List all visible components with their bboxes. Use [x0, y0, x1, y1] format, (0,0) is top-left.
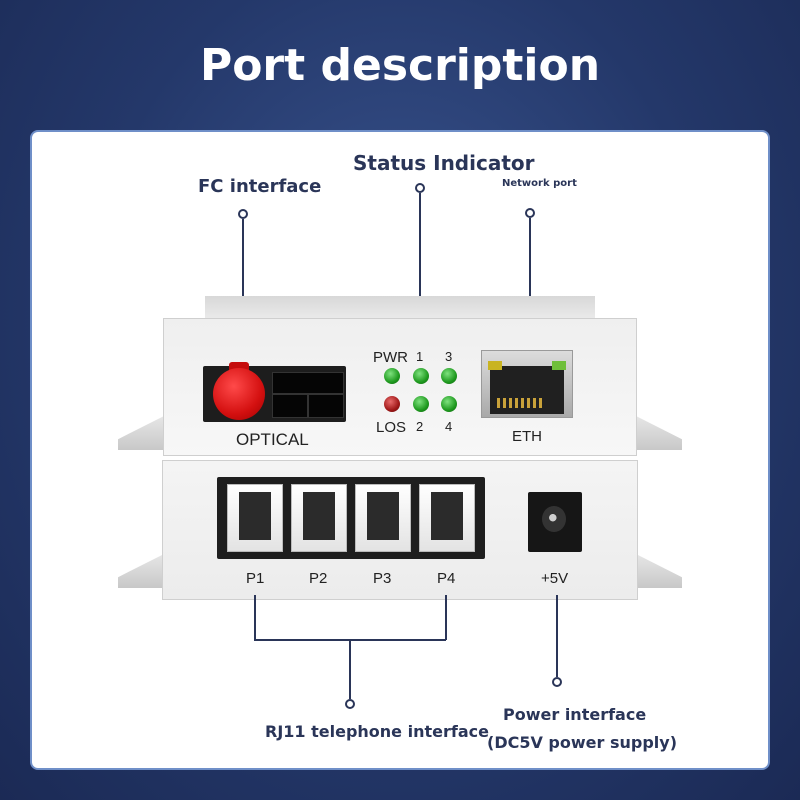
status-indicator-leader: [419, 193, 421, 325]
port-label-p2: P2: [309, 570, 328, 587]
ethernet-pins: [497, 398, 542, 408]
ethernet-activity-led: [552, 361, 566, 370]
port-label-p3: P3: [373, 570, 392, 587]
rj11-leader: [349, 639, 351, 699]
power-supply-label: (DC5V power supply): [487, 733, 678, 752]
network-port-label: Network port: [502, 178, 577, 189]
fc-interface-label: FC interface: [198, 176, 322, 197]
led-4: [441, 396, 457, 412]
port-label-p1: P1: [246, 570, 265, 587]
power-interface-label: Power interface: [503, 705, 647, 724]
led-3: [441, 368, 457, 384]
network-port-marker: [525, 208, 535, 218]
rj11-bracket-right: [445, 595, 447, 640]
rj11-socket-p3: [367, 492, 399, 540]
led-label-3: 3: [445, 349, 453, 364]
top-unit-lid: [205, 296, 595, 320]
los-led: [384, 396, 400, 412]
led-1: [413, 368, 429, 384]
rj11-socket-p2: [303, 492, 335, 540]
page-title: Port description: [199, 40, 601, 91]
status-indicator-marker: [415, 183, 425, 193]
rj11-socket-p1: [239, 492, 271, 540]
led-label-1: 1: [416, 349, 424, 364]
dc-power-jack-icon: [542, 506, 566, 532]
led-2: [413, 396, 429, 412]
fc-interface-leader: [242, 219, 244, 319]
led-label-los: LOS: [376, 419, 407, 436]
rj11-bracket-left: [254, 595, 256, 640]
power-port-label: +5V: [541, 570, 569, 587]
power-marker: [552, 677, 562, 687]
optical-slot-top: [272, 372, 344, 394]
optical-slot-bottom-right: [308, 394, 344, 418]
optical-port-label: OPTICAL: [236, 430, 309, 449]
rj11-socket-p4: [431, 492, 463, 540]
led-label-pwr: PWR: [373, 349, 408, 366]
fc-interface-marker: [238, 209, 248, 219]
optical-slot-bottom-left: [272, 394, 308, 418]
status-indicator-label: Status Indicator: [353, 151, 535, 175]
port-label-p4: P4: [437, 570, 456, 587]
pwr-led: [384, 368, 400, 384]
ethernet-port-label: ETH: [512, 428, 542, 445]
rj11-marker: [345, 699, 355, 709]
fc-dust-cap-icon: [213, 368, 265, 420]
rj11-telephone-interface-label: RJ11 telephone interface: [265, 722, 489, 741]
led-label-2: 2: [416, 419, 424, 434]
led-label-4: 4: [445, 419, 453, 434]
power-leader: [556, 595, 558, 677]
network-port-leader: [529, 218, 531, 350]
ethernet-link-led: [488, 361, 502, 370]
